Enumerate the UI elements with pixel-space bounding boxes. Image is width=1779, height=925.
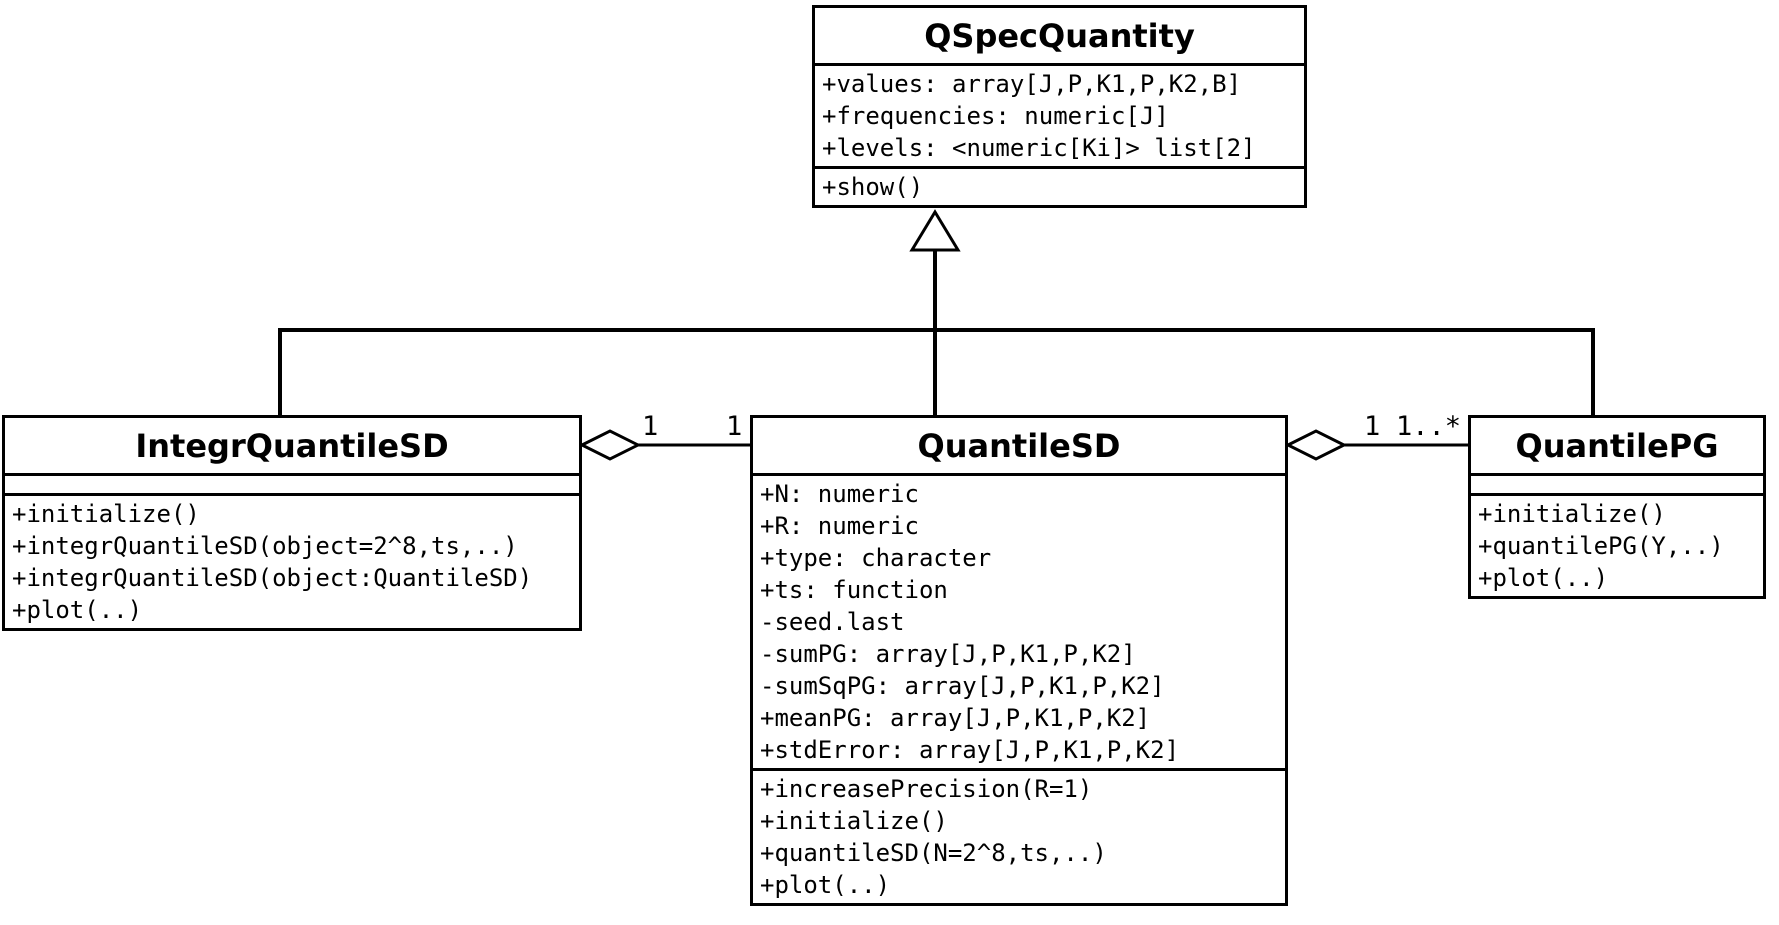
member-line: +type: character	[760, 544, 992, 572]
class-title-qspecquantity: QSpecQuantity	[924, 16, 1195, 55]
member-line: +N: numeric	[760, 480, 919, 508]
class-attributes-quantilesd: +N: numeric +R: numeric +type: character +t…	[753, 473, 1285, 768]
member-line: +initialize()	[12, 500, 200, 528]
member-line: +meanPG: array[J,P,K1,P,K2]	[760, 704, 1151, 732]
aggregation-right-diamond-icon	[1284, 429, 1348, 461]
class-box-quantilepg: QuantilePG +initialize() +quantilePG(Y,..…	[1468, 415, 1766, 599]
member-line: +frequencies: numeric[J]	[822, 102, 1169, 130]
class-title-quantilesd: QuantileSD	[917, 426, 1121, 465]
class-attributes-quantilepg	[1471, 473, 1763, 493]
member-line: +plot(..)	[760, 871, 891, 899]
multiplicity-label-right-diamond: 1	[1364, 411, 1381, 442]
member-line: +show()	[822, 173, 924, 201]
member-line: +plot(..)	[12, 596, 143, 624]
class-methods-qspecquantity: +show()	[815, 166, 1304, 205]
member-line: -sumSqPG: array[J,P,K1,P,K2]	[760, 672, 1165, 700]
member-line: +stdError: array[J,P,K1,P,K2]	[760, 736, 1180, 764]
member-line: +values: array[J,P,K1,P,K2,B]	[822, 70, 1242, 98]
member-line: +levels: <numeric[Ki]> list[2]	[822, 134, 1256, 162]
class-box-qspecquantity: QSpecQuantity +values: array[J,P,K1,P,K2…	[812, 5, 1307, 208]
class-methods-quantilesd: +increasePrecision(R=1) +initialize() +qua…	[753, 768, 1285, 903]
class-box-quantilesd: QuantileSD +N: numeric +R: numeric +type: …	[750, 415, 1288, 906]
multiplicity-label-left-target: 1	[726, 411, 743, 442]
class-title-integrquantilesd: IntegrQuantileSD	[135, 426, 449, 465]
class-methods-quantilepg: +initialize() +quantilePG(Y,..) +plot(..)	[1471, 493, 1763, 596]
member-line: +ts: function	[760, 576, 948, 604]
member-line: +initialize()	[760, 807, 948, 835]
member-line: -sumPG: array[J,P,K1,P,K2]	[760, 640, 1136, 668]
inheritance-triangle-icon	[909, 209, 961, 252]
member-line: +increasePrecision(R=1)	[760, 775, 1093, 803]
member-line: -seed.last	[760, 608, 905, 636]
class-attributes-qspecquantity: +values: array[J,P,K1,P,K2,B] +frequencie…	[815, 63, 1304, 166]
class-title-quantilepg: QuantilePG	[1515, 426, 1719, 465]
member-line: +quantilePG(Y,..)	[1478, 532, 1724, 560]
class-methods-integrquantilesd: +initialize() +integrQuantileSD(object=2^…	[5, 493, 579, 628]
member-line: +initialize()	[1478, 500, 1666, 528]
member-line: +integrQuantileSD(object=2^8,ts,..)	[12, 532, 518, 560]
aggregation-left-diamond-icon	[578, 429, 642, 461]
member-line: +integrQuantileSD(object:QuantileSD)	[12, 564, 533, 592]
member-line: +quantileSD(N=2^8,ts,..)	[760, 839, 1107, 867]
multiplicity-label-right-target: 1..*	[1396, 411, 1462, 442]
member-line: +R: numeric	[760, 512, 919, 540]
class-attributes-integrquantilesd	[5, 473, 579, 493]
multiplicity-label-left-diamond: 1	[642, 411, 659, 442]
member-line: +plot(..)	[1478, 564, 1609, 592]
class-box-integrquantilesd: IntegrQuantileSD +initialize() +integrQua…	[2, 415, 582, 631]
